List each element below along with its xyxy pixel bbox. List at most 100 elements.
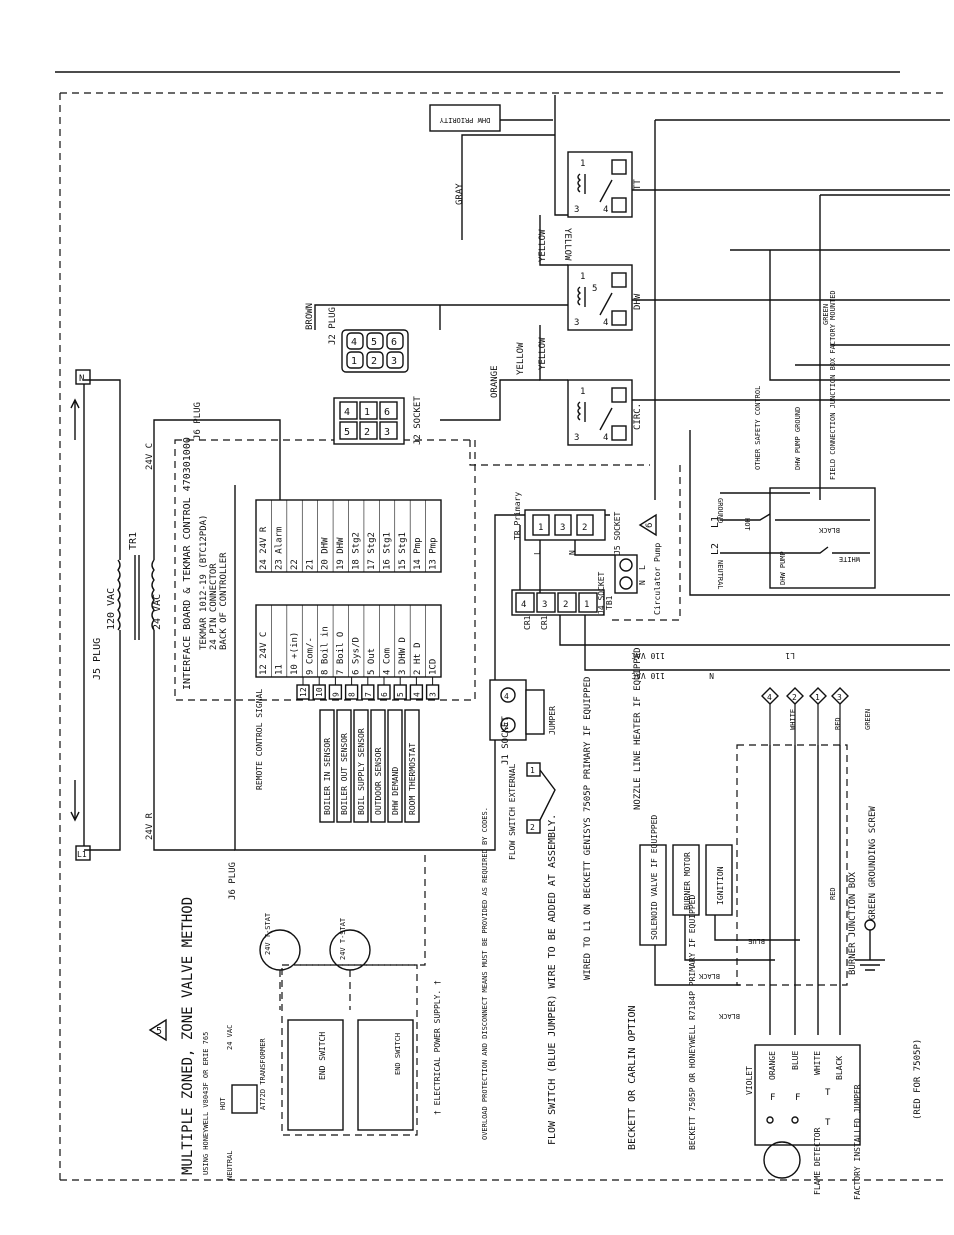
controller-pin-left: 6 Sys/D: [352, 637, 362, 675]
terminal-number: 3: [429, 692, 438, 697]
diamond-label: 1: [815, 693, 820, 702]
wire-yellow-1: YELLOW: [538, 229, 548, 262]
svg-text:RED: RED: [829, 887, 837, 900]
svg-text:J4 SOCKET: J4 SOCKET: [597, 571, 606, 615]
controller-pin-left: 11: [274, 664, 284, 675]
relay-pin: 3: [574, 433, 579, 443]
relay-pin: 4: [603, 433, 608, 443]
wire-gray: GRAY: [455, 183, 465, 205]
svg-text:L: L: [533, 550, 542, 555]
controller-pin-left: 3 DHW D: [398, 637, 408, 675]
svg-text:24 VAC: 24 VAC: [226, 1025, 234, 1050]
controller-pin-left: 4 Com: [382, 648, 392, 675]
j2-plug-pin: 5: [371, 337, 377, 348]
svg-text:BLUE: BLUE: [791, 1051, 800, 1070]
controller-pin-left: 1CD: [429, 659, 439, 675]
svg-text:J1 SOCKET: J1 SOCKET: [501, 716, 511, 765]
terminal-number: 8: [348, 692, 357, 697]
terminal-number: 7: [364, 692, 373, 697]
svg-text:BLACK: BLACK: [835, 1056, 844, 1080]
burner-wired-note: WIRED TO L1 ON BECKETT GENISYS 7505P PRI…: [583, 677, 593, 980]
controller-pin-right: 14 Pmp: [413, 537, 423, 570]
sensor-label: BOILER IN SENSOR: [323, 738, 332, 815]
overload-note: OVERLOAD PROTECTION AND DISCONNECT MEANS…: [481, 807, 489, 1140]
svg-text:OTHER SAFETY CONTROL: OTHER SAFETY CONTROL: [754, 386, 762, 470]
j2-socket-pin: 6: [384, 407, 390, 418]
svg-text:J2 SOCKET: J2 SOCKET: [413, 396, 423, 445]
svg-text:F: F: [770, 1093, 775, 1103]
vac-110-bottom: 110 VAC: [631, 671, 665, 680]
wire-yellow-3: YELLOW: [538, 337, 548, 370]
sensor-label: ROOM THERMOSTAT: [408, 743, 417, 815]
wire-green-top: GREEN: [822, 304, 830, 325]
note-triangle-6: 6: [638, 513, 657, 537]
svg-text:VIOLET: VIOLET: [745, 1066, 754, 1095]
svg-text:IGNITION: IGNITION: [716, 866, 725, 905]
zone-valves: 24V T-STAT 24V T-STAT END SWITCH END SWI…: [219, 850, 426, 1180]
terminal-number: 6: [380, 692, 389, 697]
interface-board-outline: [174, 439, 476, 701]
svg-text:T: T: [825, 1118, 831, 1128]
supply-note: † ELECTRICAL POWER SUPPLY. †: [433, 980, 442, 1115]
terminal-number: 5: [396, 692, 405, 697]
relay-pin: 1: [580, 272, 585, 282]
controller-pin-right: 23 Alarm: [274, 527, 284, 570]
dashed-frame: [59, 92, 948, 1181]
relay-pin: 4: [603, 205, 608, 215]
wire-yellow-4: YELLOW: [516, 342, 526, 375]
relay-pin: 4: [603, 318, 608, 328]
wire-orange: ORANGE: [490, 365, 500, 398]
diamond-label: 4: [767, 693, 772, 702]
svg-text:GROUND: GROUND: [716, 498, 724, 523]
wire-24vc-label: 24V C: [145, 443, 155, 470]
svg-text:24V T-STAT: 24V T-STAT: [339, 917, 347, 960]
wire-yellow-2: YELLOW: [562, 228, 572, 261]
terminal-number: 9: [331, 692, 340, 697]
svg-text:3: 3: [542, 600, 547, 610]
controller-pin-left: 10 +(in): [290, 632, 300, 675]
svg-text:NEUTRAL: NEUTRAL: [226, 1150, 234, 1180]
transformer-tr1: N L1 TR1 120 VAC 24 VAC J5 PLUG: [70, 369, 163, 861]
svg-text:4: 4: [504, 692, 509, 701]
terminal-number: 10: [315, 687, 324, 697]
svg-text:J5 SOCKET: J5 SOCKET: [613, 511, 622, 555]
svg-text:1: 1: [584, 600, 589, 610]
svg-text:T: T: [825, 1088, 831, 1098]
j1-socket: J1 SOCKET JUMPER 2 4: [489, 679, 557, 765]
field-junction-box: FIELD CONNECTION JUNCTION BOX FACTORY MO…: [710, 290, 876, 590]
svg-text:BLACK: BLACK: [818, 526, 840, 534]
primary-control: VIOLET ORANGE BLUE WHITE BLACK BECKETT 7…: [688, 895, 861, 1150]
svg-text:2: 2: [530, 823, 535, 832]
sensor-label: BOIL SUPPLY SENSOR: [357, 728, 366, 815]
ground-screw-icon: [864, 919, 876, 931]
svg-text:AT72D TRANSFORMER: AT72D TRANSFORMER: [259, 1038, 267, 1110]
svg-text:Circulator Pump: Circulator Pump: [653, 543, 662, 615]
zone-using-note: USING HONEYWELL V8043F OR ERIE 765: [202, 1032, 210, 1175]
nozzle-heater: NOZZLE LINE HEATER IF EQUIPPED: [633, 647, 643, 810]
svg-text:2: 2: [504, 722, 509, 731]
sensor-label: OUTDOOR SENSOR: [374, 747, 383, 815]
svg-text:BECKETT 7505P OR HONEYWELL R71: BECKETT 7505P OR HONEYWELL R7184P PRIMAR…: [688, 895, 697, 1150]
svg-text:FLOW SWITCH EXTERNAL: FLOW SWITCH EXTERNAL: [508, 763, 517, 860]
svg-text:GREEN: GREEN: [864, 709, 872, 730]
j2-plug-pin: 4: [351, 337, 357, 348]
svg-text:NEUTRAL: NEUTRAL: [716, 560, 724, 590]
controller-pin-right: 18 Stg2: [352, 532, 362, 570]
terminal-number: 12: [299, 687, 308, 697]
svg-text:BLACK: BLACK: [698, 972, 720, 980]
controller-pin-right: 21: [305, 559, 315, 570]
line-l1: L1: [785, 651, 795, 660]
controller-pin-left: 9 Com/-: [305, 637, 315, 675]
svg-text:FLOW SWITCH (BLUE JUMPER) WIRE: FLOW SWITCH (BLUE JUMPER) WIRE TO BE ADD…: [547, 814, 558, 1145]
tb1-terminal: TB1 Circulator Pump L N: [605, 543, 662, 615]
svg-text:BURNER JUNCTION BOX: BURNER JUNCTION BOX: [848, 871, 858, 975]
controller-pin-right: 13 Pmp: [429, 537, 439, 570]
controller-pin-right: 16 Stg1: [382, 532, 392, 570]
board-label: INTERFACE BOARD & TEKMAR CONTROL 4703010…: [182, 437, 193, 690]
svg-text:TR1: TR1: [128, 532, 139, 550]
red-for-7505p: (RED FOR 7505P): [913, 1039, 923, 1120]
svg-text:L2: L2: [710, 543, 721, 555]
svg-text:DHW: DHW: [633, 293, 643, 310]
